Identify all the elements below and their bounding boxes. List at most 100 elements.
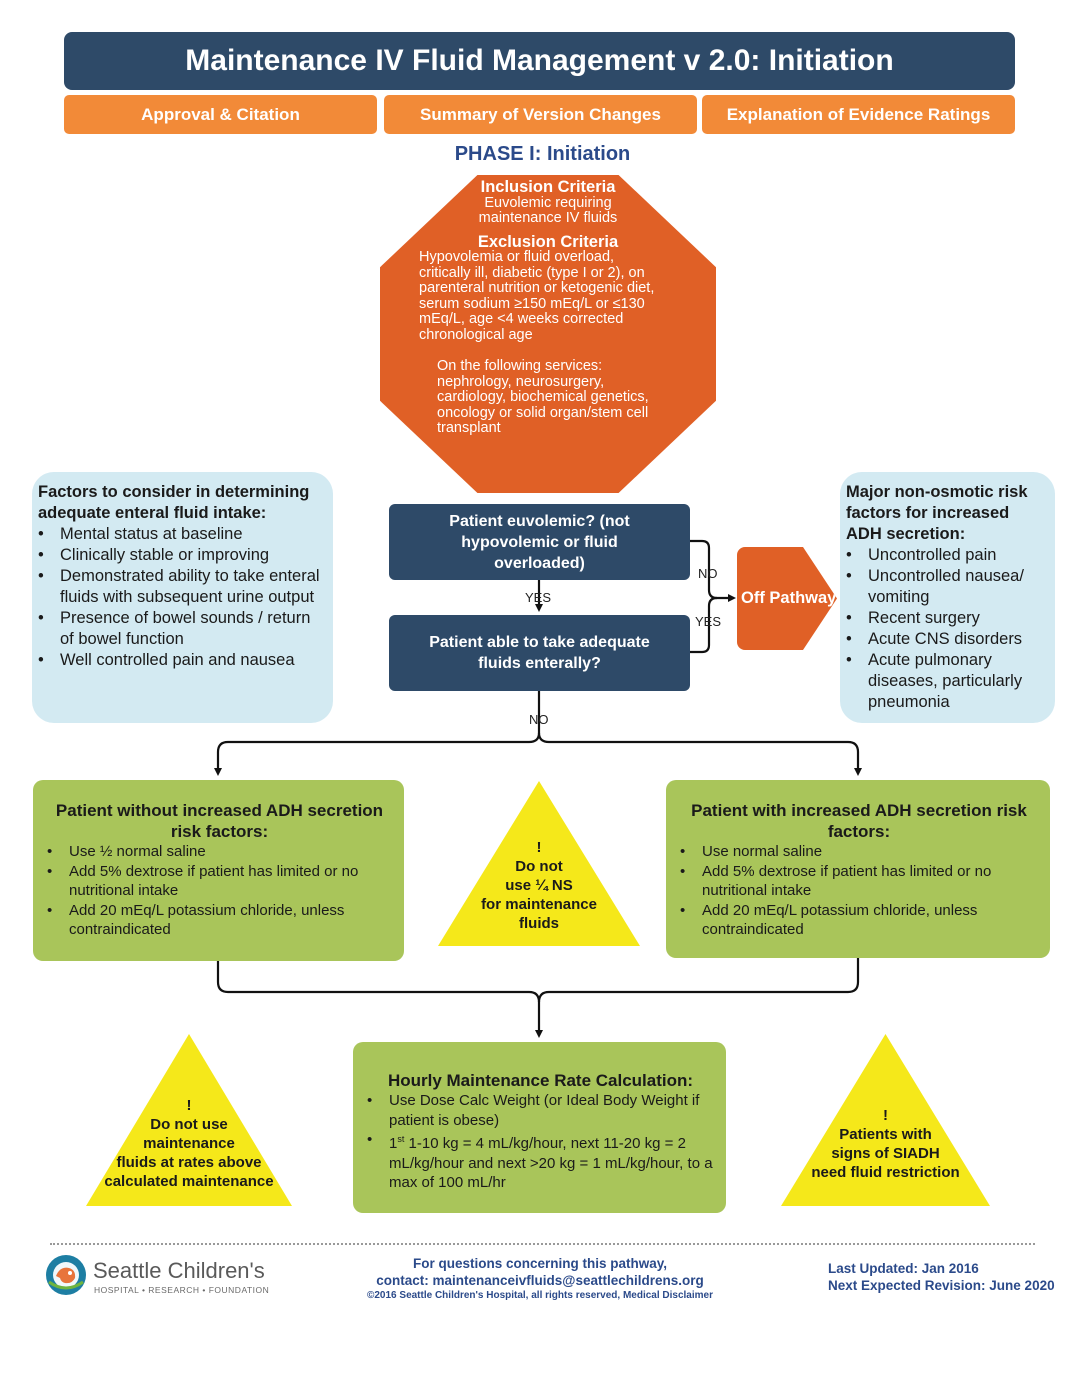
list-item: Use ½ normal saline [47, 842, 392, 862]
factor-list: Mental status at baseline Clinically sta… [38, 524, 325, 671]
no-adh-risk-box: Patient without increased ADH secretion … [33, 780, 404, 961]
tab-summary-version-changes[interactable]: Summary of Version Changes [384, 95, 697, 134]
list-item: Add 5% dextrose if patient has limited o… [47, 862, 392, 901]
instruction-list: Use ½ normal saline Add 5% dextrose if p… [47, 842, 392, 940]
list-item: Use Dose Calc Weight (or Ideal Body Weig… [367, 1091, 714, 1130]
tab-evidence-ratings[interactable]: Explanation of Evidence Ratings [702, 95, 1015, 134]
exclusion-line: Hypovolemia or fluid overload, [419, 249, 615, 265]
box-heading: Patient without increased ADH secretion … [55, 801, 384, 841]
instruction-list: Use normal saline Add 5% dextrose if pat… [680, 842, 1038, 940]
warning-line: Do not use [150, 1116, 228, 1133]
decision-euvolemic: Patient euvolemic? (not hypovolemic or f… [389, 504, 690, 580]
decision-enteral-fluids: Patient able to take adequate fluids ent… [389, 615, 690, 691]
enteral-intake-factors-panel: Factors to consider in determining adequ… [32, 472, 333, 723]
footer-divider [50, 1243, 1035, 1245]
footer-dates: Last Updated: Jan 2016 Next Expected Rev… [828, 1260, 1055, 1294]
exclusion-text: Hypovolemia or fluid overload, criticall… [380, 249, 716, 343]
box-heading: Patient with increased ADH secretion ris… [691, 801, 1027, 841]
list-item-text: 1-10 kg = 4 mL/kg/hour, next 11-20 kg = … [389, 1135, 713, 1191]
superscript: st [397, 1134, 405, 1144]
label-yes: YES [695, 614, 722, 629]
list-item: Recent surgery [846, 608, 1047, 629]
list-item: Clinically stable or improving [38, 545, 325, 566]
logo-tagline: HOSPITAL • RESEARCH • FOUNDATION [94, 1285, 270, 1295]
exclusion-line: serum sodium ≥150 mEq/L or ≤130 [419, 295, 645, 312]
exclusion-line: parenteral nutrition or ketogenic diet, [419, 280, 655, 296]
next-revision: Next Expected Revision: June 2020 [828, 1278, 1055, 1293]
warning-line: for maintenance [481, 896, 597, 913]
adh-risk-box: Patient with increased ADH secretion ris… [666, 780, 1050, 958]
warning-line: need fluid restriction [811, 1164, 960, 1181]
label-yes: YES [525, 590, 552, 605]
services-text: On the following services: nephrology, n… [380, 358, 716, 437]
list-item: Use normal saline [680, 842, 1038, 862]
warning-no-quarter-ns: ! Do not use ¼ NS for maintenance fluids [438, 838, 640, 933]
services-line: cardiology, biochemical genetics, [437, 389, 649, 405]
list-item: Well controlled pain and nausea [38, 650, 325, 671]
warning-line: calculated maintenance [104, 1173, 274, 1190]
list-item: Uncontrolled nausea/ vomiting [846, 566, 1047, 608]
services-line: nephrology, neurosurgery, [437, 373, 605, 390]
list-item: Mental status at baseline [38, 524, 325, 545]
warning-line: Do not [515, 858, 563, 875]
list-item: Acute pulmonary diseases, particularly p… [846, 650, 1047, 713]
exclusion-line: mEq/L, age <4 weeks corrected [419, 311, 624, 327]
contact-email-link[interactable]: contact: maintenanceivfluids@seattlechil… [376, 1273, 704, 1288]
risk-factor-list: Uncontrolled pain Uncontrolled nausea/ v… [846, 545, 1047, 713]
copyright-disclaimer-link[interactable]: ©2016 Seattle Children's Hospital, all r… [367, 1290, 713, 1301]
footer-contact: For questions concerning this pathway, c… [350, 1255, 730, 1303]
inclusion-line: maintenance IV fluids [478, 210, 618, 226]
connector-q2-off [690, 596, 718, 654]
list-item: Add 20 mEq/L potassium chloride, unless … [47, 901, 392, 940]
warning-icon: ! [186, 1097, 192, 1114]
last-updated: Last Updated: Jan 2016 [828, 1261, 979, 1276]
connector-merge-right [537, 958, 860, 1003]
list-item-text: 1 [389, 1135, 398, 1152]
inclusion-text: Euvolemic requiring maintenance IV fluid… [380, 194, 716, 227]
list-item: Acute CNS disorders [846, 629, 1047, 650]
warning-line: Patients with [839, 1126, 932, 1143]
list-item: Uncontrolled pain [846, 545, 1047, 566]
inclusion-heading: Inclusion Criteria [480, 178, 616, 196]
page-title: Maintenance IV Fluid Management v 2.0: I… [64, 32, 1015, 90]
label-no: NO [698, 566, 718, 581]
phase-title: PHASE I: Initiation [454, 143, 631, 165]
warning-line: fluids at rates above [116, 1154, 262, 1171]
warning-line: use ¼ NS [505, 877, 573, 894]
warning-icon: ! [536, 839, 542, 856]
questions-line: For questions concerning this pathway, [412, 1256, 668, 1271]
services-line: On the following services: [437, 358, 603, 374]
criteria-octagon [380, 175, 716, 493]
connector-q2-split-right [537, 732, 862, 776]
panel-heading: Factors to consider in determining adequ… [38, 483, 310, 522]
adh-risk-factors-panel: Major non-osmotic risk factors for incre… [840, 472, 1055, 723]
warning-icon: ! [883, 1107, 888, 1124]
inclusion-line: Euvolemic requiring [484, 194, 612, 211]
list-item: Demonstrated ability to take enteral flu… [38, 566, 325, 608]
list-item: Add 20 mEq/L potassium chloride, unless … [680, 901, 1038, 940]
warning-line: fluids [519, 915, 559, 932]
exclusion-line: critically ill, diabetic (type I or 2), … [419, 264, 645, 281]
warning-rate-limit: ! Do not use maintenance fluids at rates… [86, 1096, 292, 1191]
exclusion-heading: Exclusion Criteria [477, 232, 619, 251]
tab-approval-citation[interactable]: Approval & Citation [64, 95, 377, 134]
list-item: Add 5% dextrose if patient has limited o… [680, 862, 1038, 901]
panel-heading: Major non-osmotic risk factors for incre… [846, 483, 1028, 543]
warning-siadh: ! Patients with signs of SIADH need flui… [781, 1106, 990, 1182]
exclusion-line: chronological age [419, 326, 533, 343]
box-heading: Hourly Maintenance Rate Calculation: [387, 1071, 694, 1090]
services-line: transplant [437, 420, 501, 436]
services-line: oncology or solid organ/stem cell [437, 404, 649, 421]
connector-merge-left [216, 961, 543, 1038]
list-item: 1st 1-10 kg = 4 mL/kg/hour, next 11-20 k… [367, 1130, 714, 1193]
criteria-content: Inclusion Criteria Euvolemic requiring m… [380, 178, 716, 437]
list-item: Presence of bowel sounds / return of bow… [38, 608, 325, 650]
label-no: NO [529, 712, 549, 727]
maintenance-rate-box: Hourly Maintenance Rate Calculation: Use… [353, 1042, 726, 1213]
logo-name: Seattle Children's [93, 1258, 265, 1283]
seattle-childrens-logo-icon [46, 1255, 86, 1295]
instruction-list: Use Dose Calc Weight (or Ideal Body Weig… [367, 1091, 714, 1193]
warning-line: maintenance [143, 1135, 235, 1152]
warning-line: signs of SIADH [831, 1145, 940, 1162]
